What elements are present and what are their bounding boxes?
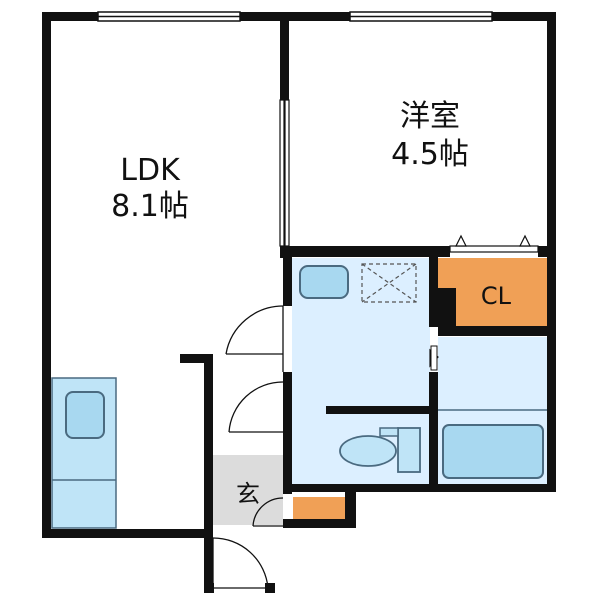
entrance-label: 玄 (236, 480, 260, 508)
closet-floor (456, 258, 548, 326)
ldk-room-name: LDK (120, 153, 181, 188)
door-swing-icon (212, 305, 284, 589)
toilet-lid-block (379, 427, 399, 437)
entrance-floor (213, 455, 283, 525)
washbasin-icon (299, 265, 349, 299)
bathtub-icon (442, 424, 544, 479)
sliding-door (279, 99, 290, 247)
closet-door (449, 234, 539, 253)
toilet-icon (339, 435, 397, 467)
windows (97, 11, 493, 22)
closet-floor-ext (438, 258, 458, 288)
bath-door-frame (430, 345, 438, 371)
western-room-size: 4.5帖 (391, 137, 469, 172)
washing-machine-space-icon (361, 263, 417, 303)
closet-label: CL (481, 282, 512, 310)
western-room-name: 洋室 (400, 99, 460, 134)
kitchen-sink-icon (65, 391, 105, 439)
ldk-room-size: 8.1帖 (111, 189, 189, 224)
toilet-tank (397, 427, 421, 473)
walls (42, 12, 556, 593)
